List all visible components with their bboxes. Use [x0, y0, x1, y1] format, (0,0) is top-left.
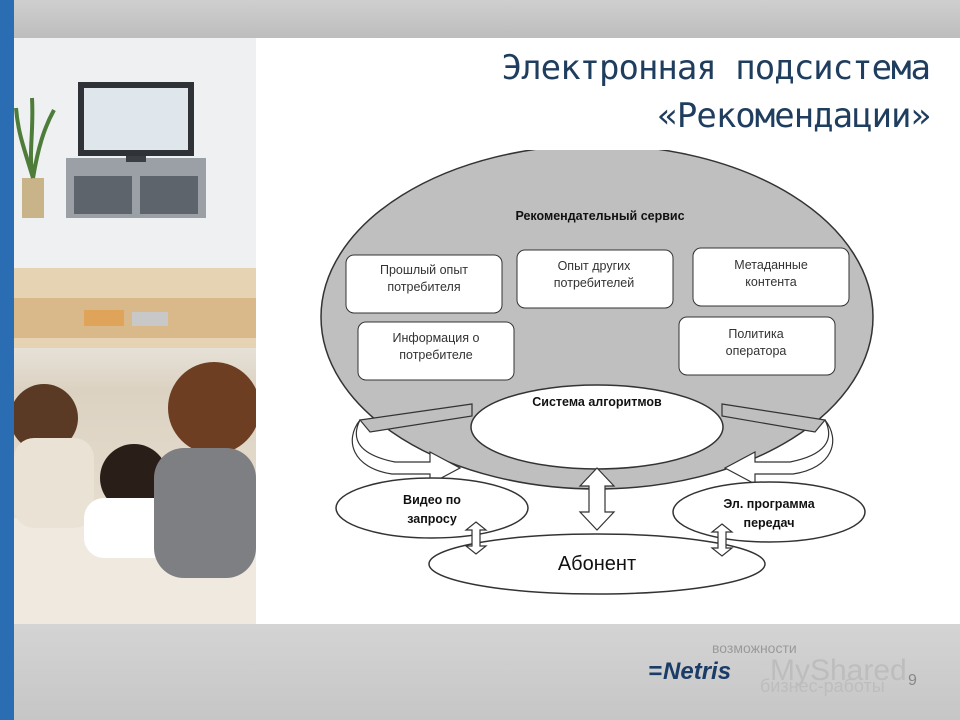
left-double-arrow	[464, 521, 488, 555]
vod-line-1: Видео по	[403, 493, 461, 507]
watermark-main-text: MyShared	[770, 654, 907, 687]
left-accent-stripe	[0, 0, 14, 720]
page-number: 9	[908, 672, 917, 689]
netris-logo-text: Netris	[663, 658, 732, 685]
bottom-bar	[0, 624, 960, 720]
right-double-arrow	[710, 523, 734, 557]
others-experience-box: Опыт других потребителей	[516, 249, 674, 309]
center-double-arrow	[578, 467, 616, 531]
netris-logo-mark-icon: =	[648, 658, 662, 685]
recommendation-diagram: Рекомендательный сервис Прошлый опыт пот…	[320, 150, 874, 595]
vod-line-2: запросу	[407, 512, 457, 526]
right-curved-arrow	[721, 403, 834, 485]
family-tv-illustration	[14, 38, 256, 624]
metadata-box: Метаданные контента	[692, 247, 850, 307]
vod-ellipse	[335, 477, 529, 539]
consumer-info-box: Информация о потребителе	[357, 321, 515, 381]
title-line-1: Электронная подсистема	[501, 48, 931, 88]
past-experience-line-2: потребителя	[387, 280, 460, 294]
metadata-line-1: Метаданные	[734, 258, 808, 272]
algorithms-label: Система алгоритмов	[532, 395, 662, 409]
consumer-info-line-1: Информация о	[393, 331, 480, 345]
epg-line-1: Эл. программа	[723, 497, 815, 511]
subscriber-ellipse	[428, 533, 766, 595]
family-tv-photo	[14, 38, 256, 624]
epg-line-2: передач	[744, 516, 795, 530]
others-experience-line-2: потребителей	[554, 276, 634, 290]
operator-policy-box: Политика оператора	[678, 316, 836, 376]
past-experience-box: Прошлый опыт потребителя	[345, 254, 503, 314]
subscriber-label: Абонент	[558, 553, 636, 575]
epg-ellipse	[672, 481, 866, 543]
operator-policy-line-2: оператора	[726, 344, 787, 358]
metadata-line-2: контента	[745, 275, 796, 289]
past-experience-line-1: Прошлый опыт	[380, 263, 468, 277]
top-bar	[0, 0, 960, 38]
recommendation-service-label: Рекомендательный сервис	[515, 209, 684, 223]
slide-title: Электронная подсистема «Рекомендации»	[330, 44, 931, 140]
left-curved-arrow	[351, 403, 473, 485]
title-line-2: «Рекомендации»	[657, 96, 931, 136]
netris-logo: =Netris	[648, 658, 731, 686]
watermark-bottom-text: бизнес-работы	[760, 676, 885, 696]
consumer-info-line-2: потребителе	[399, 348, 472, 362]
watermark-top-text: возможности	[712, 640, 797, 656]
others-experience-line-1: Опыт других	[558, 259, 632, 273]
operator-policy-line-1: Политика	[728, 327, 783, 341]
